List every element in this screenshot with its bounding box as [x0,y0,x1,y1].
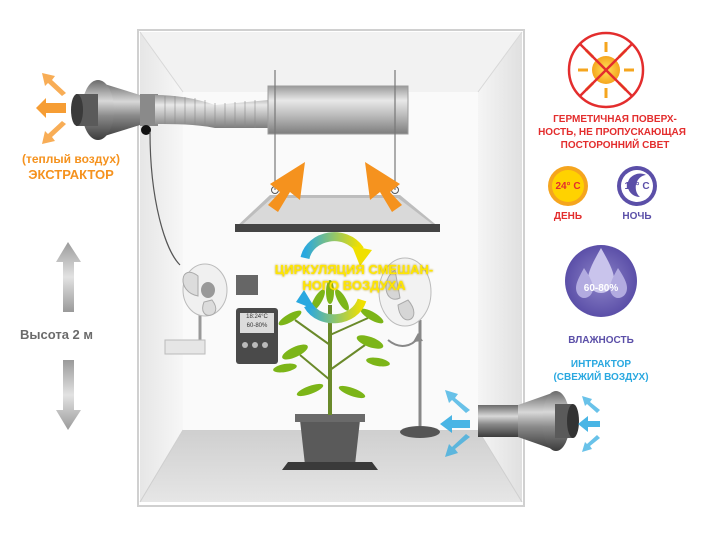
circulation-label-line1: ЦИРКУЛЯЦИЯ СМЕШАН- [274,262,434,277]
warm-air-arrows [36,73,66,144]
light-seal-note-line3: ПОСТОРОННИЙ СВЕТ [560,140,670,151]
heat-rising-arrows [268,162,402,212]
climate-controller [236,275,278,364]
controller-temp-readout: 18:24°C [246,314,268,320]
night-temperature: 18° C [624,181,650,192]
extractor-subtitle: (теплый воздух) [22,152,120,166]
intake-title: ИНТРАКТОР [570,359,632,370]
pedestal-fan [378,257,440,438]
power-cable [149,131,181,266]
sun-icon [548,166,588,206]
moon-icon [617,166,657,206]
extractor-fan [71,80,158,140]
water-drops-icon [565,245,637,317]
flexible-duct [155,70,409,194]
wall-fan-left [164,263,228,355]
circulation-label-line2: НОГО ВОЗДУХА [302,278,406,293]
up-down-arrow-icon [56,242,81,430]
no-sun-icon [567,31,645,109]
day-temperature: 24° C [555,181,581,192]
extractor-title: ЭКСТРАКТОР [28,167,114,182]
intake-fan [478,391,579,451]
circulation-arrows-icon [296,232,372,324]
intake-subtitle: (СВЕЖИЙ ВОЗДУХ) [553,372,649,383]
day-label: ДЕНЬ [553,211,583,222]
light-seal-note-line1: ГЕРМЕТИЧНАЯ ПОВЕРХ- [553,114,677,125]
humidity-label: ВЛАЖНОСТЬ [568,335,634,346]
light-seal-note-line2: НОСТЬ, НЕ ПРОПУСКАЮЩАЯ [538,127,686,138]
fresh-air-arrows [440,390,600,457]
cannabis-plant [273,280,390,470]
controller-humidity-readout: 60-80% [246,323,268,329]
height-label: Высота 2 м [20,327,94,342]
night-label: НОЧЬ [622,211,652,222]
humidity-value: 60-80% [583,283,619,294]
